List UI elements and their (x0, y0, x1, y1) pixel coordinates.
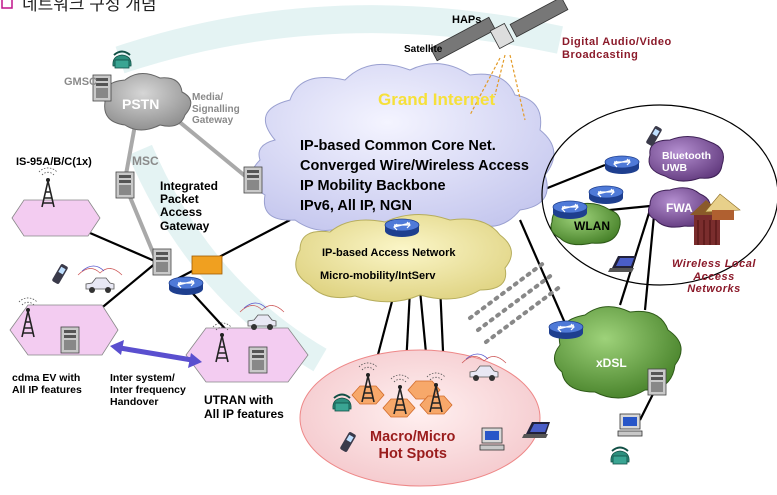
wireless-local-label: Wireless Local Access Networks (672, 258, 756, 296)
micro-mobility-label: Micro-mobility/IntServ (320, 270, 436, 282)
grand-internet-label: Grand Internet (378, 90, 496, 109)
utran-label: UTRAN with All IP features (204, 393, 284, 421)
bg-swoosh (115, 5, 563, 74)
satellite-label: Satellite (404, 44, 443, 55)
wlan-label: WLAN (574, 219, 610, 233)
cell-phone-icon (51, 263, 69, 285)
server-icon (248, 346, 268, 374)
desktop-pc-icon (617, 413, 643, 437)
satellite-icon (430, 0, 569, 121)
pstn-label: PSTN (122, 96, 160, 112)
bluetooth-cloud (648, 136, 724, 182)
gateway-box (191, 255, 223, 275)
cdma-ev-label: cdma EV with All IP features (12, 372, 82, 397)
title-bullet (1, 0, 13, 9)
core-network-label: IP-based Common Core Net. Converged Wire… (300, 138, 529, 214)
bluetooth-label: Bluetooth UWB (662, 150, 711, 175)
server-icon (647, 368, 667, 396)
access-network-label: IP-based Access Network (322, 247, 456, 259)
router-icon (384, 218, 420, 238)
cell-hexagon (185, 327, 309, 383)
wireless-local-area (541, 104, 777, 286)
handover-arrow (110, 340, 202, 368)
server-icon (60, 326, 80, 354)
router-icon (548, 320, 584, 340)
server-icon (115, 171, 135, 199)
media-signalling-label: Media/ Signalling Gateway (192, 92, 240, 126)
hut-icon (704, 193, 741, 220)
xdsl-label: xDSL (596, 356, 627, 370)
car-icon (77, 265, 123, 294)
gmsc-label: GMSC (64, 76, 97, 88)
hot-spots-label: Macro/Micro Hot Spots (370, 429, 456, 462)
telephone-icon (609, 446, 631, 465)
access-network-cloud (295, 213, 512, 303)
laptop-icon (608, 256, 636, 272)
haps-label: HAPs (452, 14, 482, 26)
hot-spots-area (299, 349, 541, 487)
server-icon (152, 248, 172, 276)
msc-label: MSC (132, 154, 159, 168)
pstn-cloud (103, 73, 192, 131)
router-icon (552, 200, 588, 220)
wireless-beams (468, 260, 563, 344)
desktop-pc-icon (479, 427, 505, 451)
cell-hexagon (11, 199, 101, 237)
ipag-label: Integrated Packet Access Gateway (160, 179, 219, 233)
page-title: 네트워크 구성 개념 (22, 0, 157, 14)
broadcast-label: Digital Audio/Video Broadcasting (562, 36, 672, 61)
router-icon (604, 155, 640, 175)
grand-internet-cloud (250, 63, 555, 233)
is95-label: IS-95A/B/C(1x) (16, 156, 92, 168)
router-icon (588, 185, 624, 205)
fwa-label: FWA (666, 201, 693, 215)
router-icon (168, 276, 204, 296)
server-icon (243, 166, 263, 194)
handover-label: Inter system/ Inter frequency Handover (110, 372, 186, 409)
hot-spot-cells (351, 380, 453, 418)
